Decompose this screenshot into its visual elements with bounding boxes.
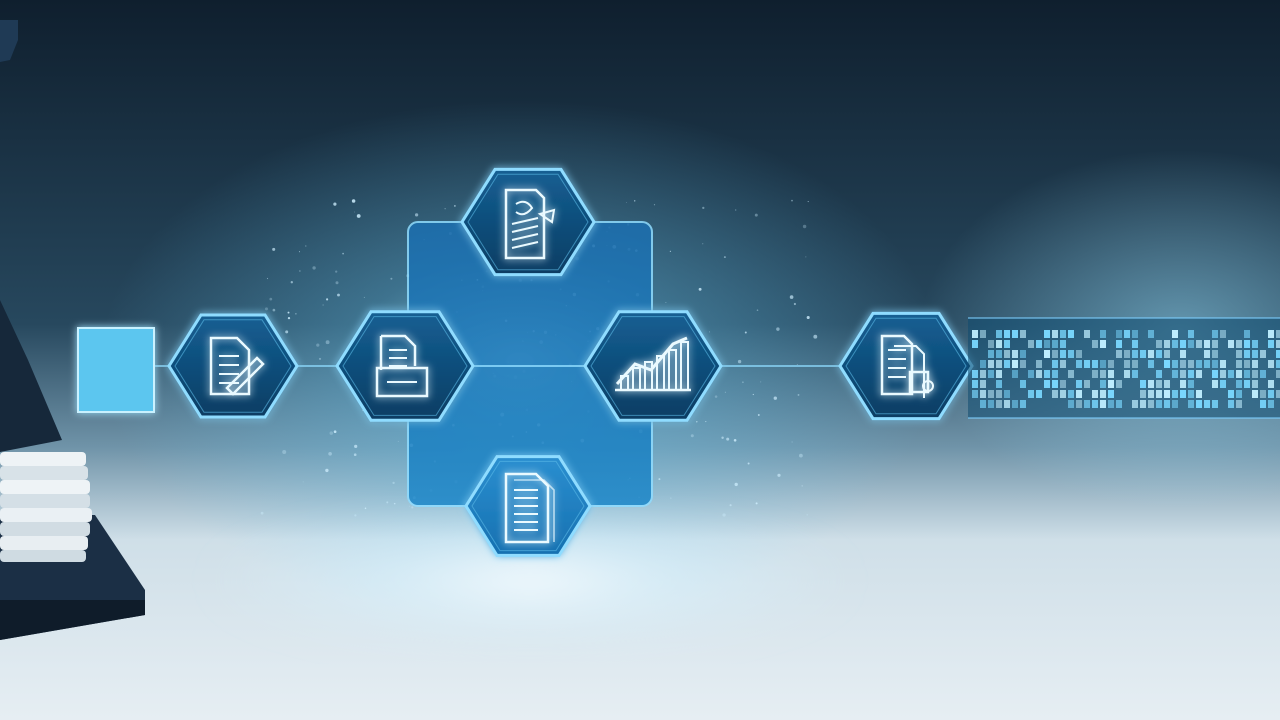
document-folder-icon <box>375 334 429 398</box>
document-folder-node <box>335 310 475 422</box>
data-bars-icon <box>972 330 1280 408</box>
folder-files-node <box>838 311 974 421</box>
chart-growth-icon <box>615 336 691 392</box>
data-panel <box>968 317 1280 419</box>
paper-stack <box>0 452 92 562</box>
left-device <box>0 20 145 640</box>
source-square-node <box>77 327 155 413</box>
folder-files-icon <box>880 334 934 398</box>
document-pen-icon <box>504 188 556 260</box>
chart-growth-node <box>583 310 723 422</box>
document-lines-icon <box>504 472 555 544</box>
document-lines-bottom-node <box>464 455 592 557</box>
document-pen-top-node <box>460 167 596 277</box>
square-icon <box>77 327 155 413</box>
document-edit-icon <box>209 336 265 396</box>
floor-glow <box>210 510 850 650</box>
document-edit-node <box>167 313 299 419</box>
